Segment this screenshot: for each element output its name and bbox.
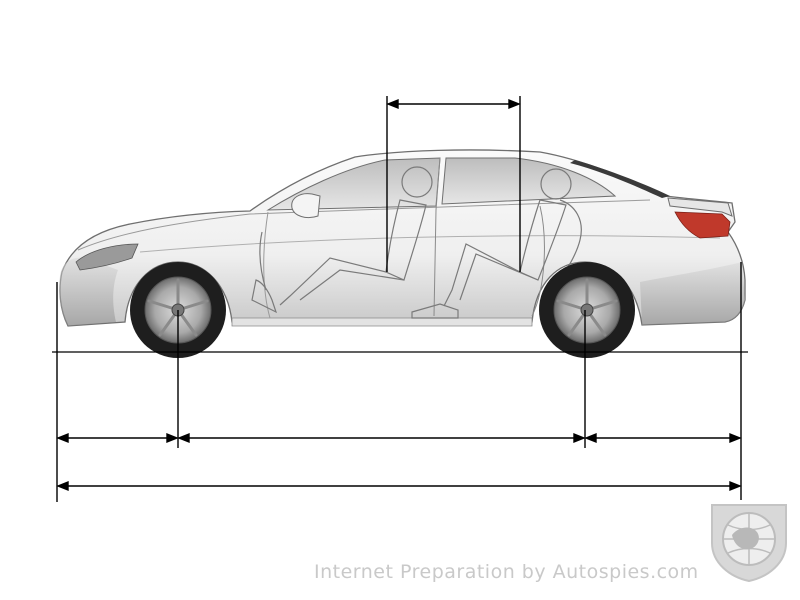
character-line (139, 235, 721, 253)
dimension-lines (52, 96, 748, 502)
rear-overhang-arrow-right (729, 432, 742, 444)
headlight (75, 243, 139, 271)
front-bumper (59, 257, 118, 326)
front-overhang-arrow-right (166, 432, 179, 444)
rear-glass-dark (570, 160, 670, 198)
front-overhang-arrow-left (56, 432, 69, 444)
wheelbase-arrow-right (573, 432, 586, 444)
hood-line (77, 213, 251, 251)
rear-spoiler (667, 197, 733, 217)
door-seam-front (433, 157, 441, 317)
overall-length-arrow-left (56, 480, 69, 492)
taillight (674, 211, 731, 239)
rear-bumper (640, 262, 745, 325)
overall-length-arrow-right (729, 480, 742, 492)
side-mirror (291, 193, 321, 219)
watermark-text: Internet Preparation by Autospies.com (314, 561, 699, 583)
couple-distance-arrow-left (386, 98, 399, 110)
rear-wheel (539, 262, 635, 358)
door-seam-a (263, 211, 271, 319)
wheelbase-arrow-left (177, 432, 190, 444)
autospies-globe-shield-logo-icon (711, 504, 787, 583)
rear-overhang-arrow-left (584, 432, 597, 444)
rear-window (441, 157, 617, 205)
occupant-front (251, 166, 433, 314)
side-skirt (231, 317, 533, 327)
couple-distance-arrow-right (508, 98, 521, 110)
car-silhouette (59, 149, 746, 327)
